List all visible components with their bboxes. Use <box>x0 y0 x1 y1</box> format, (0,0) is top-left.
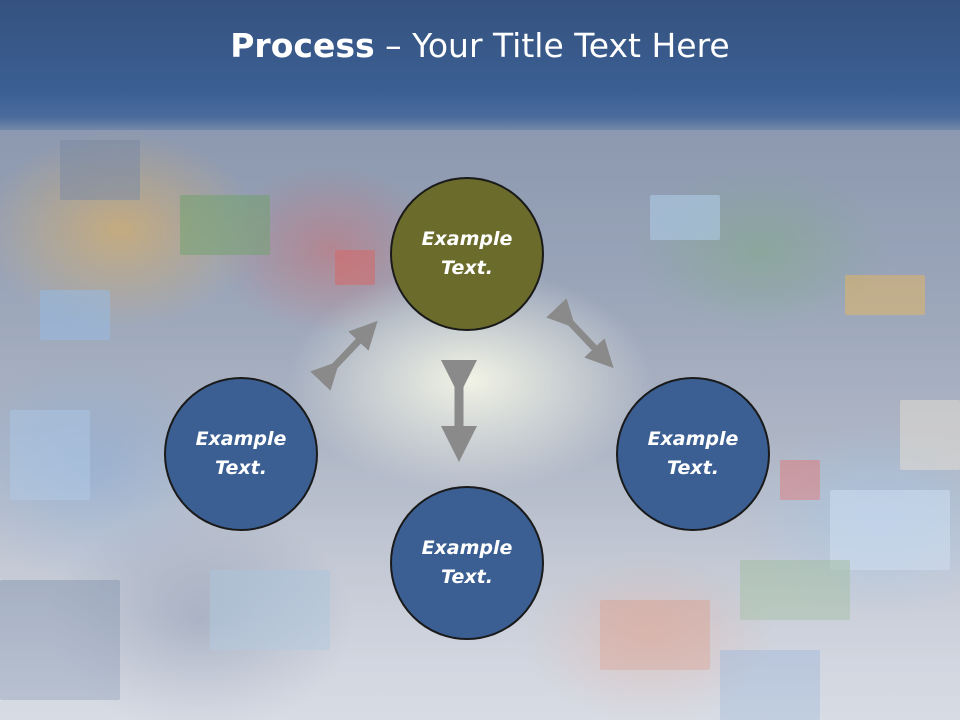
arrow-top-right <box>546 298 614 369</box>
node-bottom-line1: Example <box>421 537 513 559</box>
node-right-line1: Example <box>647 428 739 450</box>
process-node-right[interactable]: Example Text. <box>616 377 770 531</box>
process-node-bottom[interactable]: Example Text. <box>390 486 544 640</box>
process-node-left[interactable]: Example Text. <box>164 377 318 531</box>
node-left-line1: Example <box>195 428 287 450</box>
arrow-top-left <box>310 320 378 391</box>
title-rest: – Your Title Text Here <box>374 25 730 65</box>
title-bold: Process <box>230 25 375 65</box>
node-top-line2: Text. <box>441 257 493 279</box>
node-left-line2: Text. <box>215 457 267 479</box>
node-right-line2: Text. <box>667 457 719 479</box>
title-bar: Process – Your Title Text Here <box>0 0 960 130</box>
node-top-line1: Example <box>421 228 513 250</box>
node-bottom-line2: Text. <box>441 566 493 588</box>
process-node-top[interactable]: Example Text. <box>390 177 544 331</box>
slide-title: Process – Your Title Text Here <box>230 26 729 65</box>
